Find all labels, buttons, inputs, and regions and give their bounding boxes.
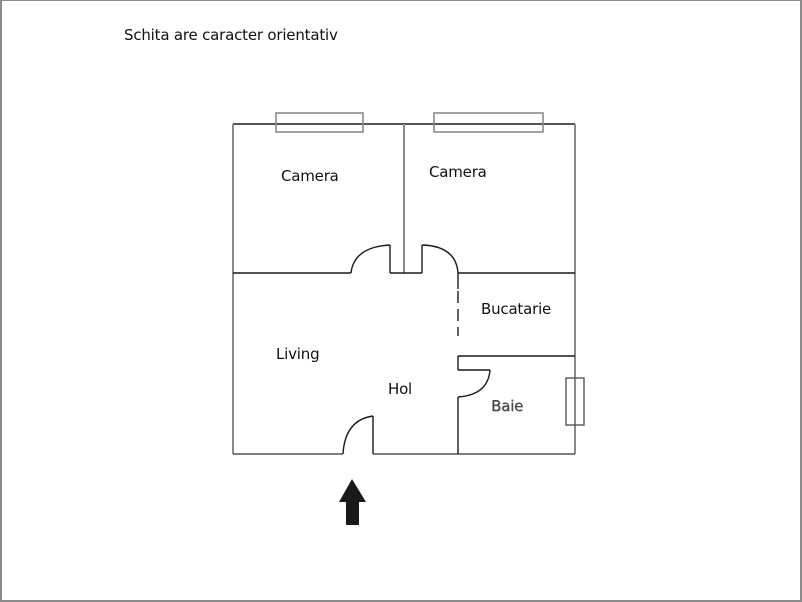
door-arc-left-bedroom xyxy=(350,244,391,274)
window-left-bedroom xyxy=(275,112,364,133)
window-bath xyxy=(565,377,585,426)
room-label-camera-left: Camera xyxy=(281,167,339,185)
door-arc-right-bedroom xyxy=(421,244,459,274)
room-label-bucatarie: Bucatarie xyxy=(481,300,552,318)
arrow-up-icon xyxy=(339,479,366,525)
room-label-living: Living xyxy=(276,345,320,363)
room-label-hol: Hol xyxy=(388,380,413,398)
room-label-camera-right: Camera xyxy=(429,163,487,181)
door-arc-bath xyxy=(457,369,491,398)
room-label-baie: Baie xyxy=(491,397,524,415)
door-arc-entrance xyxy=(342,415,374,455)
disclaimer-note: Schita are caracter orientativ xyxy=(124,26,338,44)
window-right-bedroom xyxy=(433,112,544,133)
